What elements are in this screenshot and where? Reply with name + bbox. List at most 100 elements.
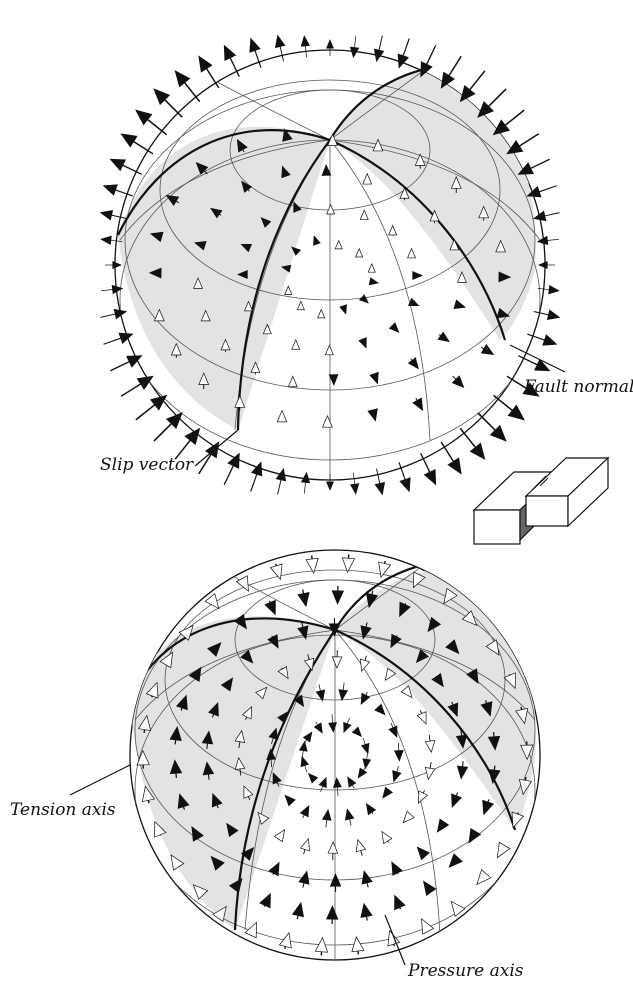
fault-block-diagram-icon: [472, 456, 610, 545]
arrow-head: [321, 808, 332, 821]
arrow-head: [193, 240, 207, 251]
arrow-shaft: [110, 239, 123, 242]
upper-shaded-quadrant-right: [330, 67, 536, 340]
arrow-head: [210, 855, 225, 871]
slip-vector-leader-line: [194, 429, 239, 467]
arrow-shaft: [331, 714, 333, 723]
arrow-shaft: [488, 88, 507, 107]
arrow-shaft: [337, 787, 339, 796]
arrow-shaft: [539, 185, 557, 193]
arrow-head: [262, 323, 272, 335]
arrow-head: [100, 235, 112, 246]
arrow-head: [477, 100, 495, 118]
arrow-head: [198, 372, 210, 385]
arrow-shaft: [216, 804, 219, 809]
arrow-head: [451, 793, 462, 808]
arrow-head: [145, 681, 159, 699]
arrow-head: [268, 727, 278, 740]
arrow-shaft: [147, 119, 168, 136]
arrow-shaft: [120, 383, 141, 397]
arrow-head: [241, 180, 253, 193]
arrow-head: [339, 304, 347, 315]
arrow-head: [417, 790, 429, 804]
arrow-head: [136, 749, 150, 766]
arrow-head: [511, 811, 525, 829]
arrow-head: [188, 666, 202, 683]
arrow-head: [241, 706, 253, 720]
pressure-axis-label: Pressure axis: [407, 961, 524, 981]
arrow-head: [496, 841, 511, 859]
arrow-shaft: [174, 739, 177, 745]
arrow-head: [416, 711, 427, 725]
arrow-head: [349, 483, 360, 495]
arrow-head: [351, 936, 365, 953]
arrow-shaft: [504, 109, 525, 126]
arrow-head: [393, 750, 404, 762]
arrow-shaft: [415, 397, 418, 401]
arrow-head: [111, 284, 124, 295]
arrow-head: [344, 808, 355, 821]
arrow-head: [399, 601, 411, 618]
arrow-head: [469, 442, 486, 460]
arrow-head: [399, 477, 411, 493]
arrow-shaft: [398, 462, 406, 480]
arrow-shaft: [402, 38, 410, 56]
arrow-shaft: [342, 682, 345, 691]
arrow-head: [326, 481, 334, 491]
arrow-shaft: [520, 706, 523, 710]
arrow-head: [212, 905, 227, 923]
arrow-head: [184, 427, 201, 446]
arrow-head: [314, 936, 329, 953]
arrow-shaft: [487, 799, 490, 803]
arrow-shaft: [527, 333, 545, 341]
arrow-head: [391, 861, 403, 876]
arrow-shaft: [103, 337, 121, 345]
arrow-head: [450, 900, 466, 917]
arrow-head: [326, 39, 334, 49]
tension-axis-label: Tension axis: [10, 800, 116, 820]
arrow-head: [362, 172, 373, 185]
arrow-head: [478, 205, 490, 219]
arrow-head: [451, 375, 465, 389]
arrow-shaft: [254, 50, 262, 68]
lower-shaded-quadrant-left: [130, 616, 335, 930]
arrow-head: [476, 869, 492, 886]
arrow-head: [297, 625, 309, 640]
arrow-head: [489, 424, 507, 442]
arrow-shaft: [302, 589, 305, 594]
arrow-head: [236, 138, 248, 153]
arrow-head: [300, 35, 311, 47]
arrow-shaft: [182, 806, 185, 810]
arrow-head: [423, 880, 437, 897]
arrow-head: [202, 761, 215, 776]
arrow-head: [297, 591, 310, 608]
arrow-head: [526, 186, 542, 198]
arrow-head: [359, 209, 369, 220]
arrow-head: [495, 239, 507, 253]
arrow-head: [400, 685, 413, 699]
arrow-shaft: [452, 375, 457, 380]
upper-shaded-quadrant-left: [118, 126, 330, 430]
arrow-head: [343, 721, 352, 734]
arrow-head: [520, 744, 534, 761]
arrow-shaft: [410, 358, 413, 361]
arrow-head: [382, 786, 394, 799]
arrow-head: [399, 186, 410, 199]
arrow-head: [507, 404, 525, 421]
arrow-head: [485, 639, 500, 656]
arrow-head: [299, 837, 310, 852]
arrow-shaft: [461, 761, 464, 767]
arrow-shaft: [164, 99, 183, 118]
arrow-head: [449, 238, 460, 251]
arrow-head: [170, 342, 182, 356]
arrow-head: [365, 802, 377, 816]
arrow-shaft: [537, 288, 550, 291]
arrow-head: [207, 642, 222, 657]
arrow-head: [517, 162, 534, 175]
arrow-head: [149, 231, 164, 243]
arrow-head: [169, 725, 182, 741]
arrow-head: [421, 917, 435, 935]
arrow-head: [420, 61, 433, 78]
arrow-shaft: [207, 774, 210, 780]
arrow-head: [226, 822, 239, 838]
